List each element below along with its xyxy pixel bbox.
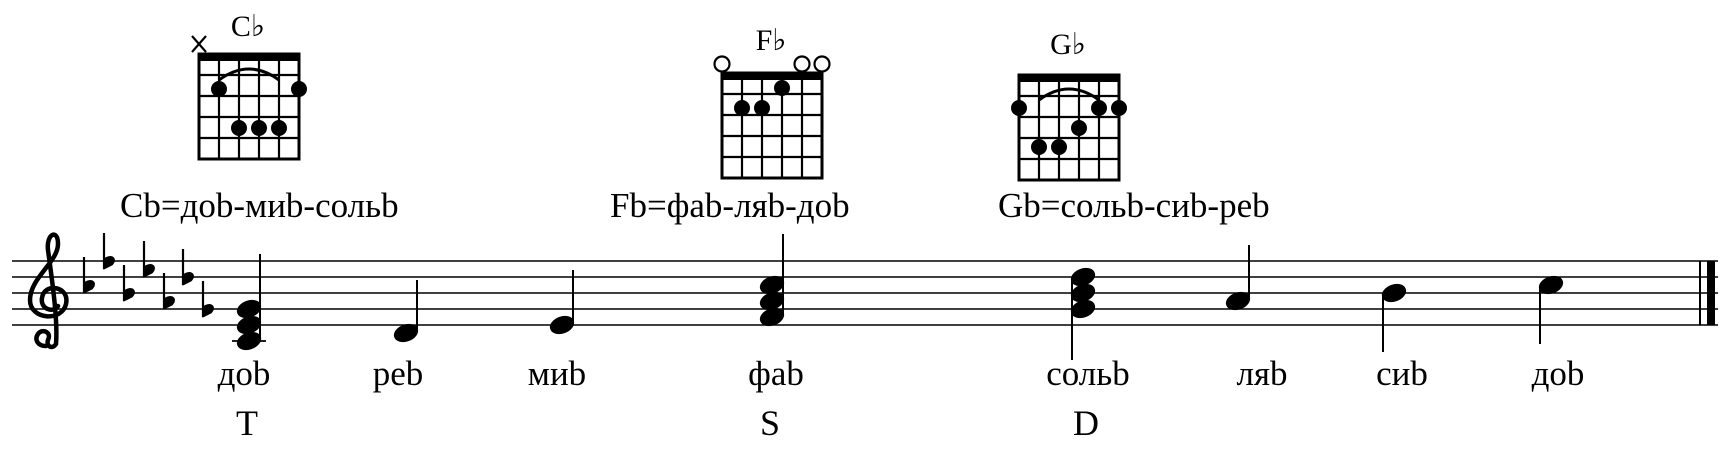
function-dominant: D xyxy=(1073,403,1099,443)
note-chord-fb xyxy=(759,234,785,327)
note-dob-high xyxy=(1538,275,1564,344)
note-chord-cb xyxy=(232,254,266,351)
chord-name-gb: G♭ xyxy=(1050,28,1086,61)
chord-diagram-gb: G♭ xyxy=(1011,28,1127,182)
staff xyxy=(12,260,1718,326)
note-reb xyxy=(393,280,419,343)
fretboard-gb xyxy=(1017,73,1121,182)
notes xyxy=(232,234,1564,360)
syllable-7: сиb xyxy=(1376,354,1428,393)
formula-fb: Fb=фаb-ляb-доb xyxy=(610,186,850,225)
chord-name-cb: C♭ xyxy=(231,10,265,43)
note-sib xyxy=(1381,283,1407,352)
note-lyab xyxy=(1225,245,1251,311)
fretboard-fb xyxy=(720,71,824,180)
chord-diagram-cb: C♭ xyxy=(191,10,307,161)
syllable-3: миb xyxy=(528,354,586,393)
function-tonic: T xyxy=(236,403,258,443)
chord-name-fb: F♭ xyxy=(756,24,787,57)
formula-gb: Gb=сольb-сиb-реb xyxy=(998,186,1270,225)
note-chord-gb xyxy=(1070,267,1096,360)
syllable-4: фаb xyxy=(748,354,804,393)
treble-clef xyxy=(27,232,69,350)
formula-cb: Cb=доb-миb-сольb xyxy=(120,186,399,225)
syllable-5: сольb xyxy=(1046,354,1130,393)
chord-diagram-fb: F♭ xyxy=(713,24,831,180)
function-subdominant: S xyxy=(760,403,780,443)
syllable-1: доb xyxy=(218,354,271,393)
syllable-2: реb xyxy=(373,354,424,393)
key-signature-flats xyxy=(82,233,214,318)
syllable-6: ляb xyxy=(1236,354,1287,393)
final-barline xyxy=(1699,261,1715,325)
note-mib xyxy=(549,270,575,335)
syllable-8: доb xyxy=(1532,354,1585,393)
